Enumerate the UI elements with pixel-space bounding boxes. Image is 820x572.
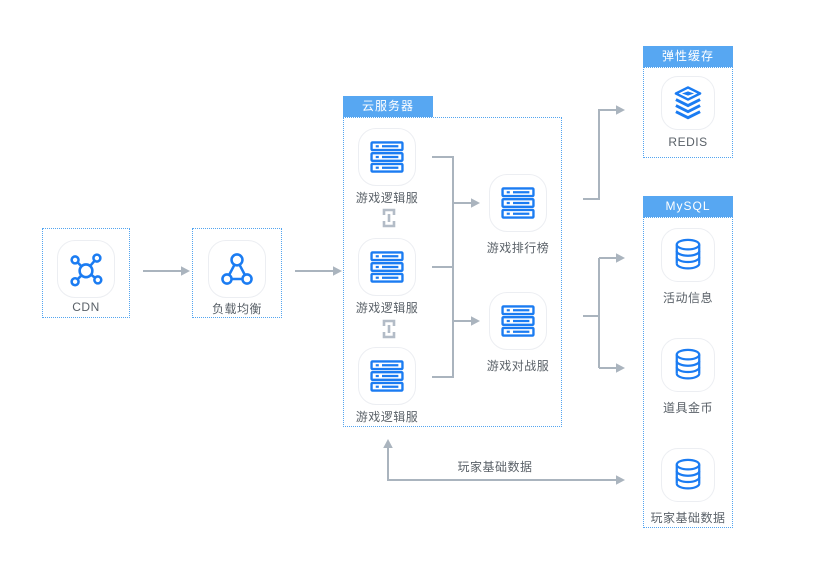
cache-group-box [643, 67, 733, 158]
load-balancer-node [192, 228, 282, 318]
activity-info-label: 活动信息 [662, 291, 713, 305]
server-icon [501, 305, 535, 337]
cdn-node [42, 228, 130, 318]
server-icon [501, 187, 535, 219]
player-data-db-tile [661, 448, 715, 502]
game-logic-server-tile [358, 128, 416, 186]
redis-tile [661, 76, 715, 130]
server-icon [370, 360, 404, 392]
redis-stack-icon [674, 86, 702, 120]
item-coins-db-tile [661, 338, 715, 392]
load-balancer-label: 负载均衡 [211, 302, 262, 316]
server-icon [370, 251, 404, 283]
game-battle-server-tile [489, 292, 547, 350]
game-logic-server-label: 游戏逻辑服 [355, 410, 419, 424]
redis-label: REDIS [668, 135, 708, 149]
database-icon [675, 348, 701, 380]
cdn-label: CDN [72, 300, 100, 314]
chain-link-icon [382, 319, 396, 339]
cdn-tile [57, 240, 115, 298]
mysql-group-box [643, 217, 733, 528]
activity-info-db-tile [661, 228, 715, 282]
load-balancer-icon [221, 253, 253, 285]
cloud-group-box [343, 117, 562, 427]
load-balancer-tile [208, 240, 266, 298]
game-logic-server-tile [358, 347, 416, 405]
mysql-group-title: MySQL [643, 196, 733, 217]
server-icon [370, 141, 404, 173]
game-logic-server-tile [358, 238, 416, 296]
player-data-flow-label: 玩家基础数据 [457, 460, 533, 474]
database-icon [675, 238, 701, 270]
game-leaderboard-tile [489, 174, 547, 232]
cloud-group-title: 云服务器 [343, 96, 433, 117]
cache-group-title: 弹性缓存 [643, 46, 733, 67]
game-battle-server-label: 游戏对战服 [486, 359, 550, 373]
game-leaderboard-label: 游戏排行榜 [486, 241, 550, 255]
chain-link-icon [382, 208, 396, 228]
game-logic-server-label: 游戏逻辑服 [355, 191, 419, 205]
cdn-network-icon [70, 253, 103, 287]
game-logic-server-label: 游戏逻辑服 [355, 301, 419, 315]
database-icon [675, 458, 701, 490]
item-coins-label: 道具金币 [662, 401, 713, 415]
player-data-label: 玩家基础数据 [650, 511, 726, 525]
